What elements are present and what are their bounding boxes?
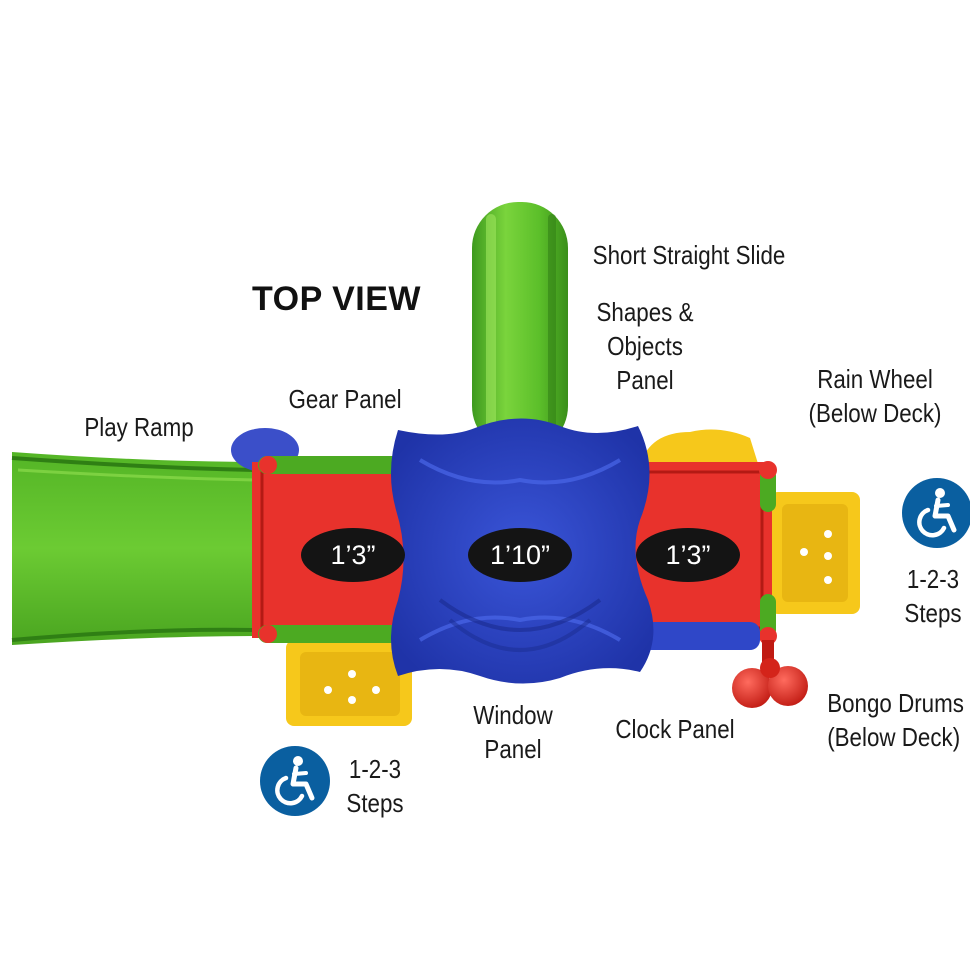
- label-bongo-drums: Bongo Drums (Below Deck): [827, 688, 964, 752]
- page-title: TOP VIEW: [252, 280, 422, 318]
- wheelchair-accessibility-icon: [902, 478, 970, 548]
- label-window-panel: Window Panel: [473, 700, 553, 764]
- label-short-straight-slide: Short Straight Slide: [592, 240, 786, 270]
- label-gear-panel: Gear Panel: [288, 384, 402, 414]
- short-straight-slide: [472, 202, 568, 452]
- label-shapes-objects-panel: Shapes & Objects Panel: [596, 297, 694, 395]
- wheelchair-accessibility-icon: [260, 746, 330, 816]
- label-steps-right: 1-2-3 Steps: [904, 564, 962, 628]
- label-rain-wheel: Rain Wheel (Below Deck): [808, 364, 942, 428]
- right-deck-dimension: 1’3”: [636, 528, 740, 582]
- label-steps-left: 1-2-3 Steps: [346, 754, 404, 818]
- green-rails: [258, 456, 777, 645]
- bongo-drums: [732, 640, 808, 708]
- clock-panel: [640, 622, 760, 650]
- shapes-objects-panel: [640, 429, 760, 470]
- play-ramp: [11, 452, 262, 645]
- label-clock-panel: Clock Panel: [615, 714, 735, 744]
- left-deck-dimension: 1’3”: [301, 528, 405, 582]
- center-deck-dimension: 1’10”: [468, 528, 572, 582]
- right-steps: [770, 492, 860, 614]
- label-play-ramp: Play Ramp: [84, 412, 194, 442]
- left-steps: [286, 640, 412, 726]
